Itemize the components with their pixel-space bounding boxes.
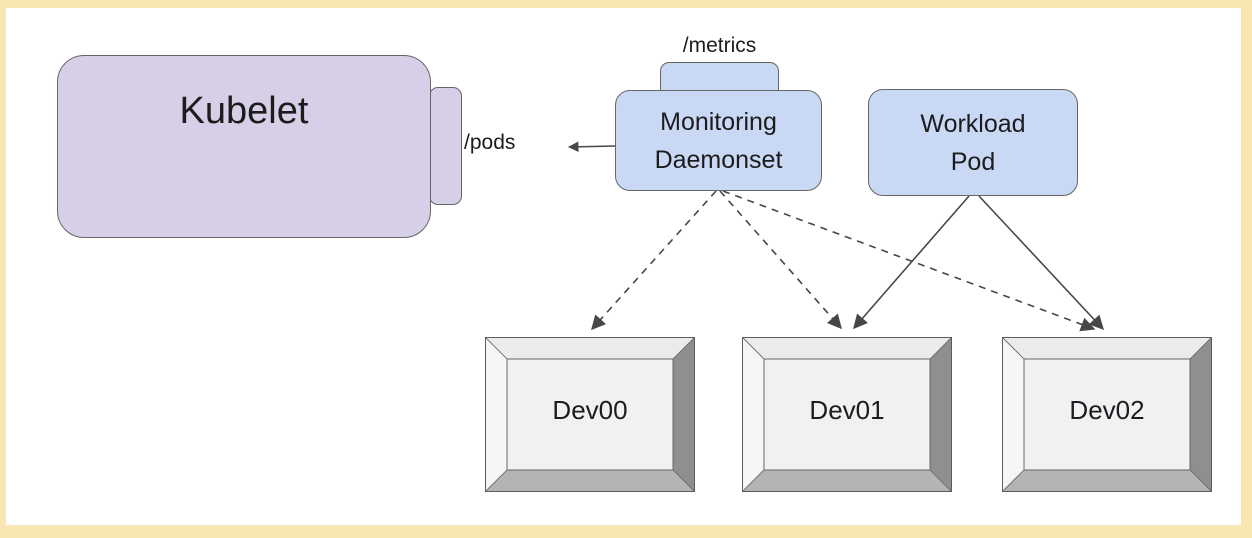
kubelet-label: Kubelet [179,90,309,132]
daemonset-label-line2: Daemonset [654,145,783,174]
device-bevel-shape [1002,337,1212,492]
edge-workload-to-dev01 [853,195,970,330]
pods-endpoint-label: /pods [464,131,516,154]
device-label: Dev01 [809,395,885,425]
daemonset-label: Monitoring Daemonset [655,103,783,179]
monitoring-daemonset-node: Monitoring Daemonset [615,90,822,191]
kubelet-node: Kubelet [57,55,431,238]
edge-daemonset-to-dev02 [722,190,1096,332]
edge-daemonset-to-kubelet-pods [567,141,616,153]
device-label: Dev02 [1069,395,1145,425]
workload-label: Workload Pod [920,105,1025,181]
device-node-dev00: Dev00 [485,337,695,492]
device-node-dev02: Dev02 [1002,337,1212,492]
kubelet-pods-port [429,87,462,205]
edge-workload-to-dev02 [978,195,1104,331]
workload-label-line1: Workload [920,109,1026,138]
edge-daemonset-to-dev00 [591,190,717,331]
workload-label-line2: Pod [950,147,996,176]
daemonset-label-line1: Monitoring [660,107,777,136]
device-label: Dev00 [552,395,628,425]
metrics-endpoint-label: /metrics [682,34,757,57]
device-node-dev01: Dev01 [742,337,952,492]
device-bevel-shape [485,337,695,492]
edge-daemonset-to-dev01 [719,190,842,330]
workload-pod-node: Workload Pod [868,89,1078,196]
device-bevel-shape [742,337,952,492]
